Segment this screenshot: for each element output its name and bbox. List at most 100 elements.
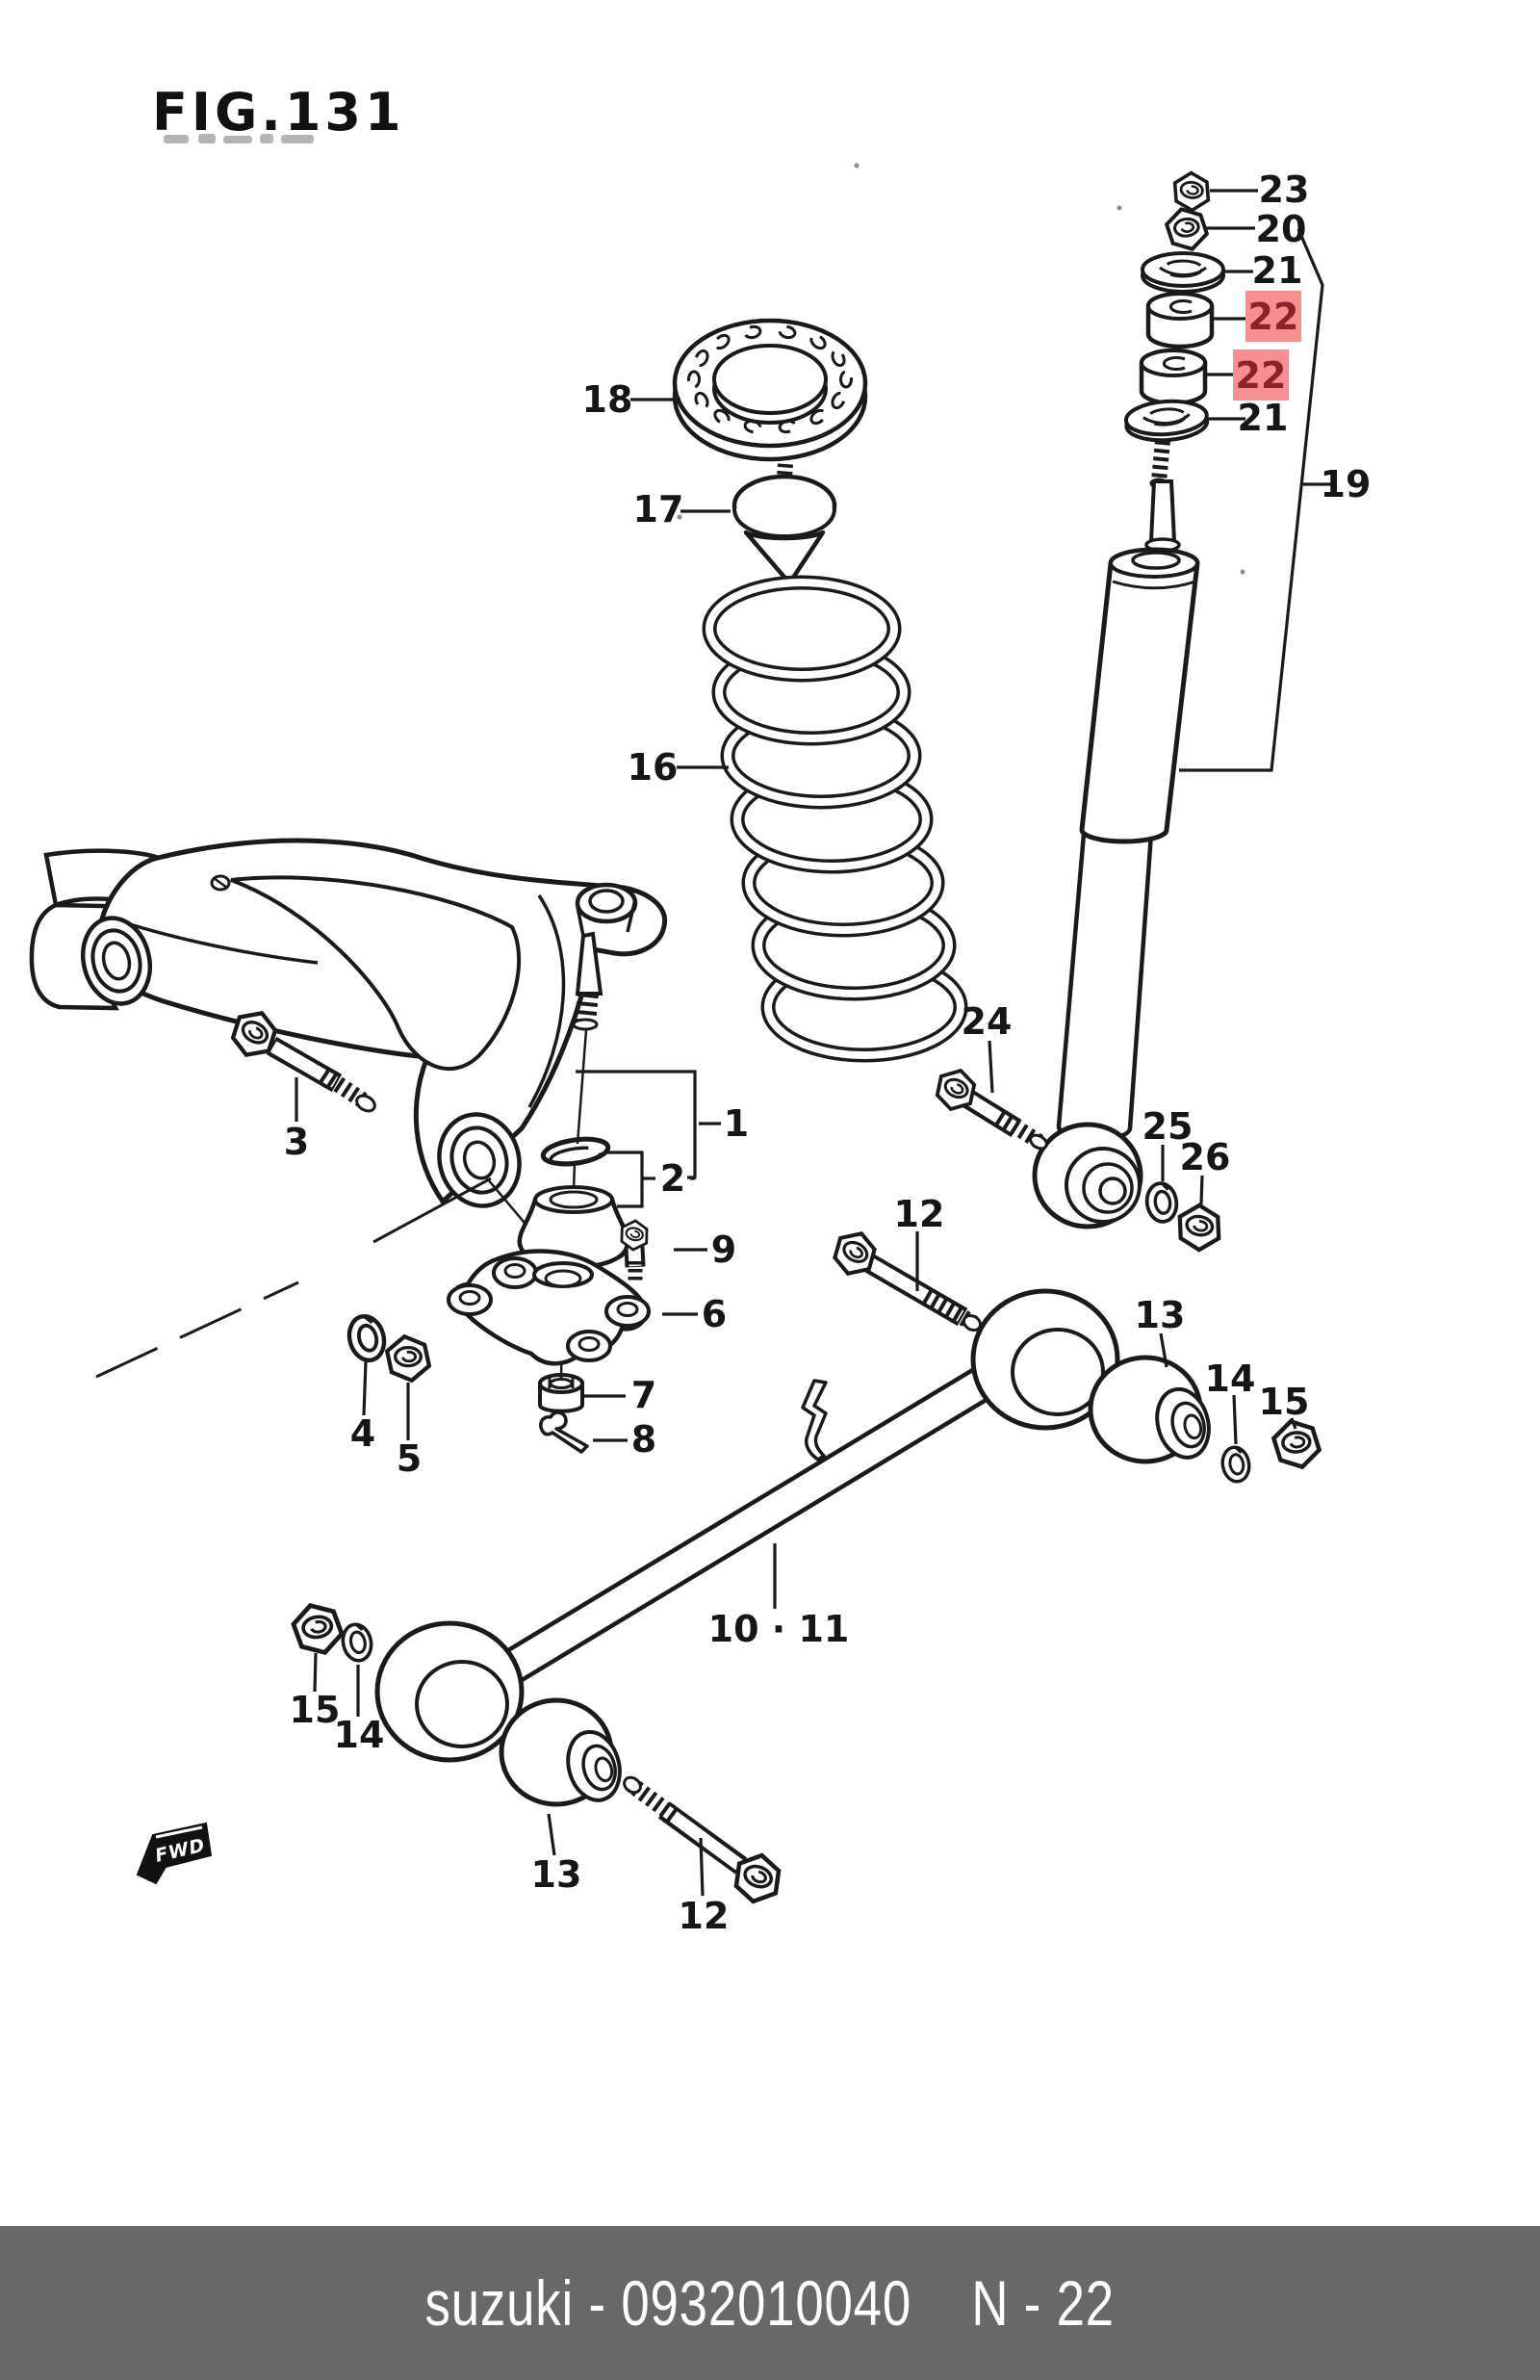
callout-2: 2 <box>606 1151 695 1208</box>
callout-22a: 22 <box>1212 291 1301 342</box>
part-2-ball-joint-set <box>517 1136 630 1270</box>
callout-20: 20 <box>1206 208 1306 250</box>
fwd-arrow-icon <box>136 1822 213 1885</box>
callout-13l-leader <box>547 1813 556 1856</box>
part-number-20: 20 <box>1256 208 1307 250</box>
callout-18: 18 <box>582 378 680 421</box>
part-18-spring-seat <box>672 318 868 462</box>
part-21-cushion-washer-lower <box>1122 397 1211 445</box>
part-9-bolt <box>616 1216 653 1284</box>
callout-5: 5 <box>397 1383 422 1480</box>
part-number-12l: 12 <box>679 1895 730 1937</box>
arm-ball-stud <box>572 882 638 1031</box>
callout-15u-leader <box>1290 1417 1297 1430</box>
part-23-nut <box>1169 168 1214 215</box>
part-number-25: 25 <box>1142 1105 1194 1148</box>
callout-22b-highlight <box>1233 349 1289 401</box>
callout-16: 16 <box>628 746 729 789</box>
part-number-8: 8 <box>631 1418 656 1461</box>
illegible-subtitle-smudge <box>164 134 314 143</box>
part-12-bolt-lower <box>623 1775 786 1907</box>
part-19-shock-absorber <box>1032 440 1200 1229</box>
callout-6: 6 <box>662 1293 727 1335</box>
part-10-11-trailing-rod <box>377 1291 1117 1760</box>
exploded-parts-drawing: FIG.131 <box>29 82 1372 1937</box>
part-12-bolt-upper <box>828 1226 983 1332</box>
part-number-15l: 15 <box>290 1689 341 1731</box>
callout-12u: 12 <box>894 1193 945 1291</box>
part-25-lock-washer <box>1142 1179 1181 1226</box>
callout-14u: 14 <box>1205 1358 1256 1445</box>
callout-26-leader <box>1199 1175 1204 1205</box>
callout-14l: 14 <box>334 1665 384 1756</box>
callout-9: 9 <box>674 1229 736 1271</box>
fwd-marker: FWD <box>136 1822 213 1885</box>
part-number-13u: 13 <box>1135 1294 1186 1336</box>
callout-4-leader <box>362 1360 368 1416</box>
part-15-nut-lower <box>292 1602 345 1657</box>
part-number-22a: 22 <box>1248 296 1299 338</box>
part-number-15u: 15 <box>1259 1381 1310 1423</box>
callout-13l: 13 <box>531 1813 582 1896</box>
callout-22b: 22 <box>1207 349 1289 401</box>
part-20-nut <box>1163 204 1211 254</box>
callout-19-leader <box>1179 228 1324 772</box>
callout-24: 24 <box>962 1000 1013 1094</box>
callout-15l: 15 <box>290 1652 341 1731</box>
part-5-nut <box>387 1336 429 1381</box>
callout-13u-leader <box>1159 1332 1168 1368</box>
part-number-13l: 13 <box>531 1853 582 1896</box>
part-number-26: 26 <box>1180 1136 1231 1178</box>
part-14-washer-lower <box>338 1619 376 1666</box>
part-3-arm-bolt <box>225 1004 376 1113</box>
callout-24-leader <box>988 1040 994 1094</box>
callout-8: 8 <box>593 1418 656 1461</box>
rod-hose-bracket <box>801 1379 828 1462</box>
callout-12l: 12 <box>679 1837 730 1937</box>
callout-21b: 21 <box>1205 397 1288 439</box>
part-number-2: 2 <box>660 1157 685 1200</box>
callout-26: 26 <box>1180 1136 1231 1205</box>
callout-1011: 10 · 11 <box>708 1543 850 1650</box>
part-number-14u: 14 <box>1205 1358 1256 1400</box>
part-number-1: 1 <box>724 1102 749 1145</box>
callout-13u: 13 <box>1135 1294 1186 1368</box>
arm-front-bushing <box>81 916 152 1006</box>
part-24-bolt <box>928 1062 1048 1151</box>
part-6-ball-joint-plate <box>447 1249 651 1366</box>
footer-part-number: suzuki - 0932010040 <box>424 2267 912 2339</box>
part-16-coil-spring <box>702 575 968 1063</box>
callout-layer: 2320212222211918171612396784524252612131… <box>284 168 1372 1937</box>
footer-caption: suzuki - 0932010040 N - 22 <box>425 2266 1115 2340</box>
callout-14u-leader <box>1232 1394 1238 1445</box>
callout-23: 23 <box>1210 168 1309 211</box>
part-number-18: 18 <box>582 378 633 421</box>
part-number-19: 19 <box>1321 463 1372 505</box>
callout-3: 3 <box>284 1077 309 1163</box>
callout-7: 7 <box>584 1374 656 1416</box>
part-number-17: 17 <box>633 488 684 530</box>
part-number-24: 24 <box>962 1000 1013 1043</box>
part-number-5: 5 <box>397 1437 422 1480</box>
callout-19: 19 <box>1179 228 1372 772</box>
part-17-bump-stopper <box>732 463 837 583</box>
part-8-cotter-pin <box>539 1410 589 1454</box>
part-number-23: 23 <box>1259 168 1310 211</box>
part-22-bushing-lower <box>1142 350 1205 403</box>
part-number-6: 6 <box>702 1293 727 1335</box>
part-number-9: 9 <box>711 1229 736 1271</box>
part-13-bushing-lower <box>501 1700 627 1806</box>
part-number-3: 3 <box>284 1121 309 1163</box>
part-number-1011: 10 · 11 <box>708 1608 850 1650</box>
figure-number-text: FIG.131 <box>152 82 405 142</box>
part-number-12u: 12 <box>894 1193 945 1235</box>
part-7-castle-nut <box>538 1373 584 1413</box>
callout-12l-leader <box>699 1837 705 1897</box>
part-number-7: 7 <box>631 1374 656 1416</box>
part-21-cushion-washer-upper <box>1141 251 1225 294</box>
part-4-lock-washer <box>345 1312 389 1364</box>
callout-22a-highlight <box>1245 291 1301 342</box>
part-14-washer-upper <box>1218 1443 1254 1486</box>
part-13-bushing-upper <box>1091 1358 1216 1463</box>
callout-17: 17 <box>633 488 731 530</box>
